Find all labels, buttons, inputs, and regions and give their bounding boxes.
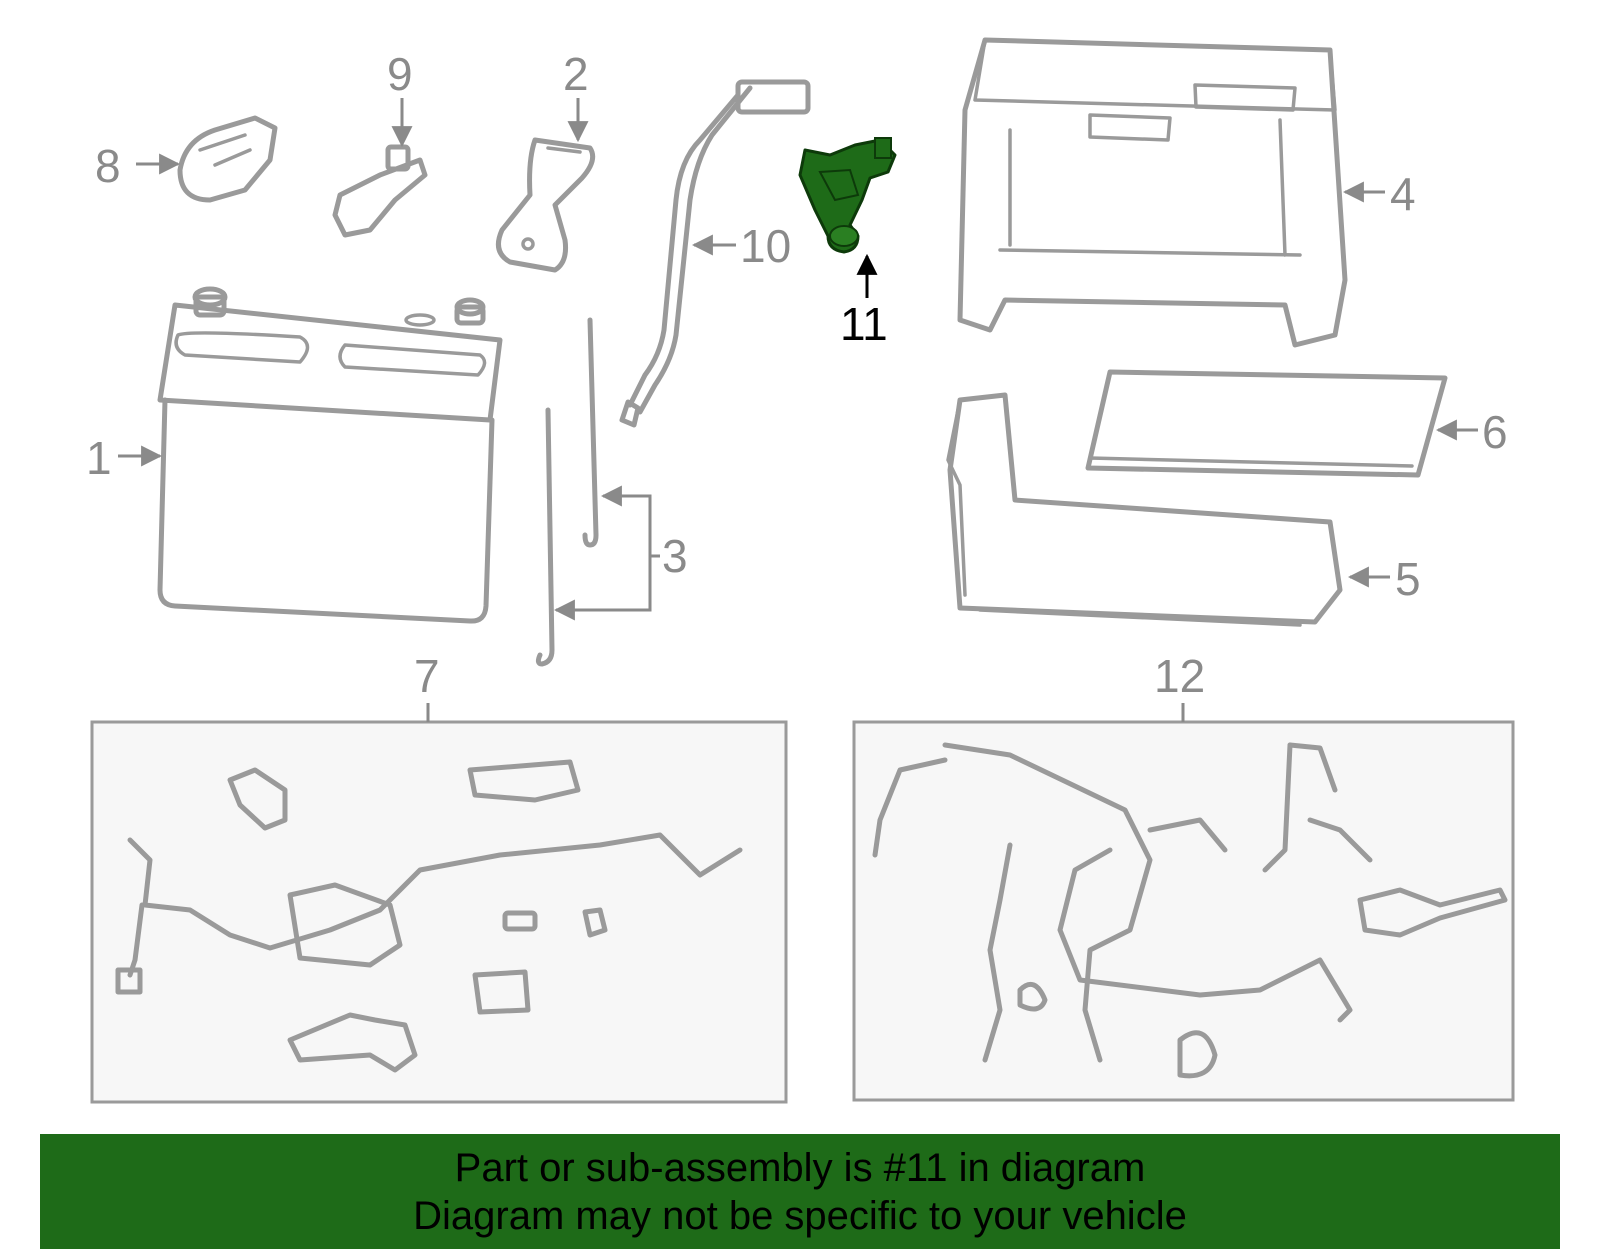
banner-line-1: Part or sub-assembly is #11 in diagram bbox=[454, 1146, 1146, 1190]
callout-7: 7 bbox=[414, 650, 440, 702]
part-3-hold-down-rods[interactable] bbox=[535, 317, 599, 667]
leader-lines bbox=[118, 98, 1478, 722]
part-9-sensor-bracket[interactable] bbox=[332, 144, 428, 238]
callout-11: 11 bbox=[840, 298, 888, 350]
part-10-negative-cable[interactable] bbox=[619, 79, 811, 428]
callout-1: 1 bbox=[86, 432, 112, 484]
part-5-battery-tray[interactable] bbox=[946, 392, 1343, 627]
part-7-harness-kit[interactable] bbox=[90, 720, 788, 1104]
part-4-battery-cover[interactable] bbox=[957, 37, 1348, 348]
callout-8: 8 bbox=[95, 140, 121, 192]
callout-3: 3 bbox=[662, 530, 688, 582]
callout-9: 9 bbox=[387, 48, 413, 100]
part-6-tray-pad[interactable] bbox=[1085, 369, 1448, 478]
part-8-terminal-cover[interactable] bbox=[177, 115, 278, 203]
callout-2: 2 bbox=[563, 48, 589, 100]
banner-line-2: Diagram may not be specific to your vehi… bbox=[413, 1194, 1187, 1238]
info-banner: Part or sub-assembly is #11 in diagram D… bbox=[40, 1134, 1560, 1249]
callout-10: 10 bbox=[740, 220, 791, 272]
callout-12: 12 bbox=[1154, 650, 1205, 702]
part-1-battery[interactable] bbox=[157, 286, 503, 624]
callout-6: 6 bbox=[1482, 406, 1508, 458]
callout-labels: 1 2 3 4 5 6 7 8 9 10 11 12 bbox=[86, 48, 1508, 702]
part-2-bracket[interactable] bbox=[495, 137, 596, 273]
part-12-engine-harness[interactable] bbox=[852, 720, 1515, 1102]
callout-4: 4 bbox=[1390, 168, 1416, 220]
part-11-battery-sensor[interactable] bbox=[798, 137, 897, 254]
callout-5: 5 bbox=[1395, 553, 1421, 605]
